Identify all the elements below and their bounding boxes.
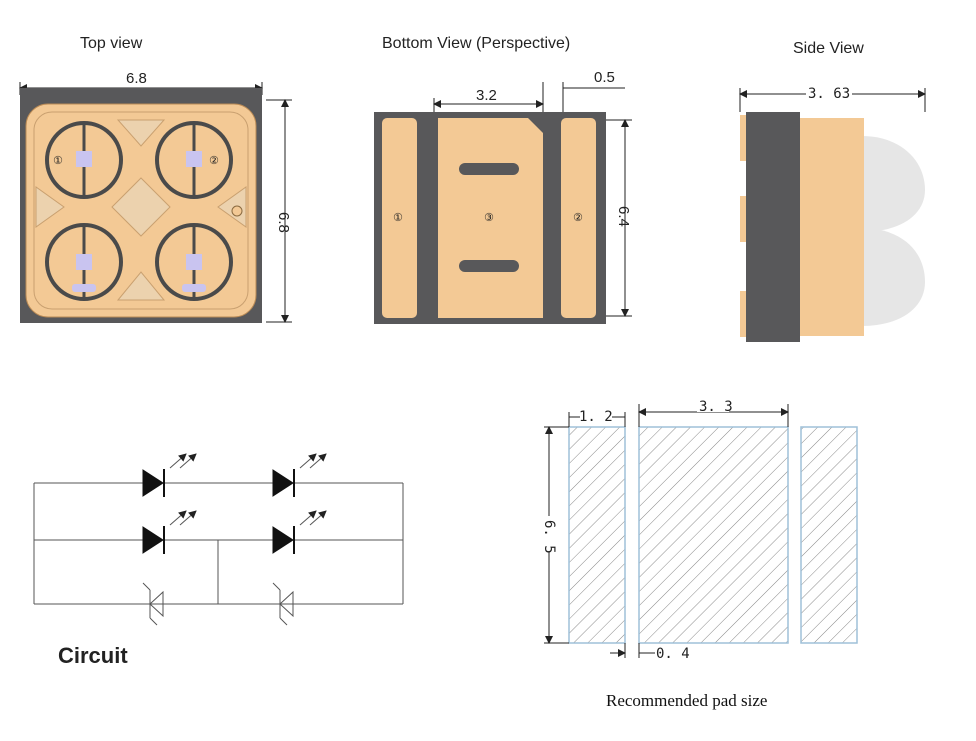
top-view-title: Top view	[80, 35, 143, 52]
center-diamond	[111, 177, 171, 237]
pad-right	[800, 426, 858, 644]
pad-center	[638, 426, 789, 644]
top-view: Top view 6.8 6.8 ①	[19, 35, 292, 323]
led-2	[272, 453, 327, 497]
pad-center-dim: 3. 3	[699, 399, 733, 415]
circuit-diagram	[33, 453, 404, 626]
side-view-title: Side View	[793, 40, 864, 57]
pad-height-dim: 6. 5	[541, 520, 557, 554]
top-pin-2: ②	[209, 154, 219, 167]
led-4	[272, 510, 327, 554]
bottom-pad-right	[561, 118, 596, 318]
bottom-pin-3: ③	[484, 211, 494, 224]
led-3	[142, 510, 197, 554]
pad-left	[568, 426, 626, 644]
lens-lower	[862, 228, 925, 326]
recommended-pad: 1. 2 3. 3 6. 5 0. 4	[540, 399, 858, 662]
top-width-dim: 6.8	[126, 70, 147, 87]
esd-diode-2	[272, 582, 294, 626]
bottom-pad-left	[382, 118, 417, 318]
circuit-title: Circuit	[58, 643, 128, 668]
side-lead-frame	[800, 118, 864, 336]
side-body	[746, 112, 800, 342]
bottom-view-title: Bottom View (Perspective)	[382, 35, 570, 52]
led-ring-2: ②	[155, 121, 233, 199]
side-view: Side View 3. 63	[739, 40, 926, 342]
pad-gap-dim: 0. 4	[656, 646, 690, 662]
top-height-dim: 6.8	[275, 212, 292, 233]
top-pin-1: ①	[53, 154, 63, 167]
bottom-pin-2: ②	[573, 211, 583, 224]
side-width-dim: 3. 63	[808, 86, 850, 102]
esd-diode-1	[142, 582, 164, 626]
bottom-gap-dim: 0.5	[594, 69, 615, 86]
lens-upper	[862, 136, 925, 232]
pad-side-dim: 1. 2	[579, 409, 613, 425]
bottom-pin-1: ①	[393, 211, 403, 224]
pad-caption: Recommended pad size	[606, 691, 767, 710]
bottom-view: Bottom View (Perspective) 3.2 0.5 6.4 ① …	[374, 35, 632, 324]
led-ring-3	[45, 223, 123, 301]
led-1	[142, 453, 197, 497]
bottom-center-dim: 3.2	[476, 87, 497, 104]
bottom-height-dim: 6.4	[615, 206, 632, 227]
led-ring-4	[155, 223, 233, 301]
led-ring-1: ①	[45, 121, 123, 199]
